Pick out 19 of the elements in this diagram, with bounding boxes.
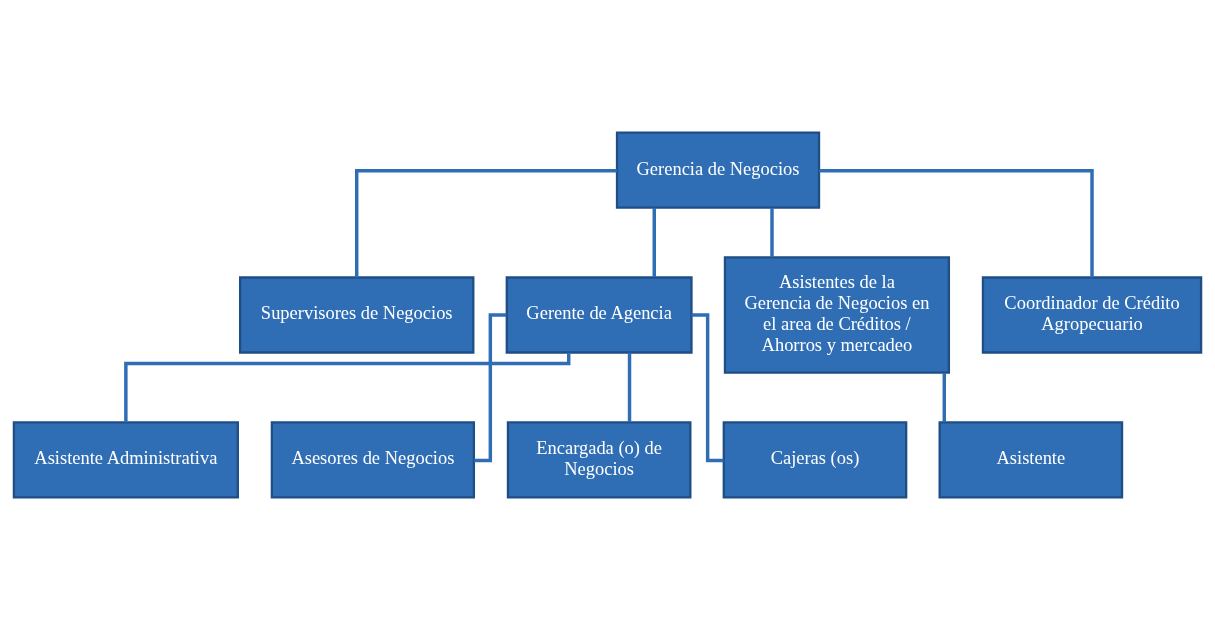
connector [770,207,774,258]
node-box: Cajeras (os) [722,421,908,499]
connector [819,169,1094,278]
connector [652,207,656,277]
node-box: Asesores de Negocios [270,421,476,499]
connector [474,313,507,463]
node-box: Gerente de Agencia [505,276,693,354]
connector [691,313,724,463]
connector [627,352,632,422]
connector [124,352,571,423]
node-box: Gerencia de Negocios [615,131,821,209]
node-box: Asistente [938,421,1124,499]
connector [942,373,946,423]
node-box: Encargada (o) de Negocios [506,421,692,499]
node-box: Asistentes de la Gerencia de Negocios en el area de Créditos / Ahorros y mercadeo [723,256,951,374]
node-box: Asistente Administrativa [12,421,239,499]
node-box: Coordinador de Crédito Agropecuario [981,276,1203,354]
connector [355,169,617,278]
node-box: Supervisores de Negocios [239,276,475,354]
